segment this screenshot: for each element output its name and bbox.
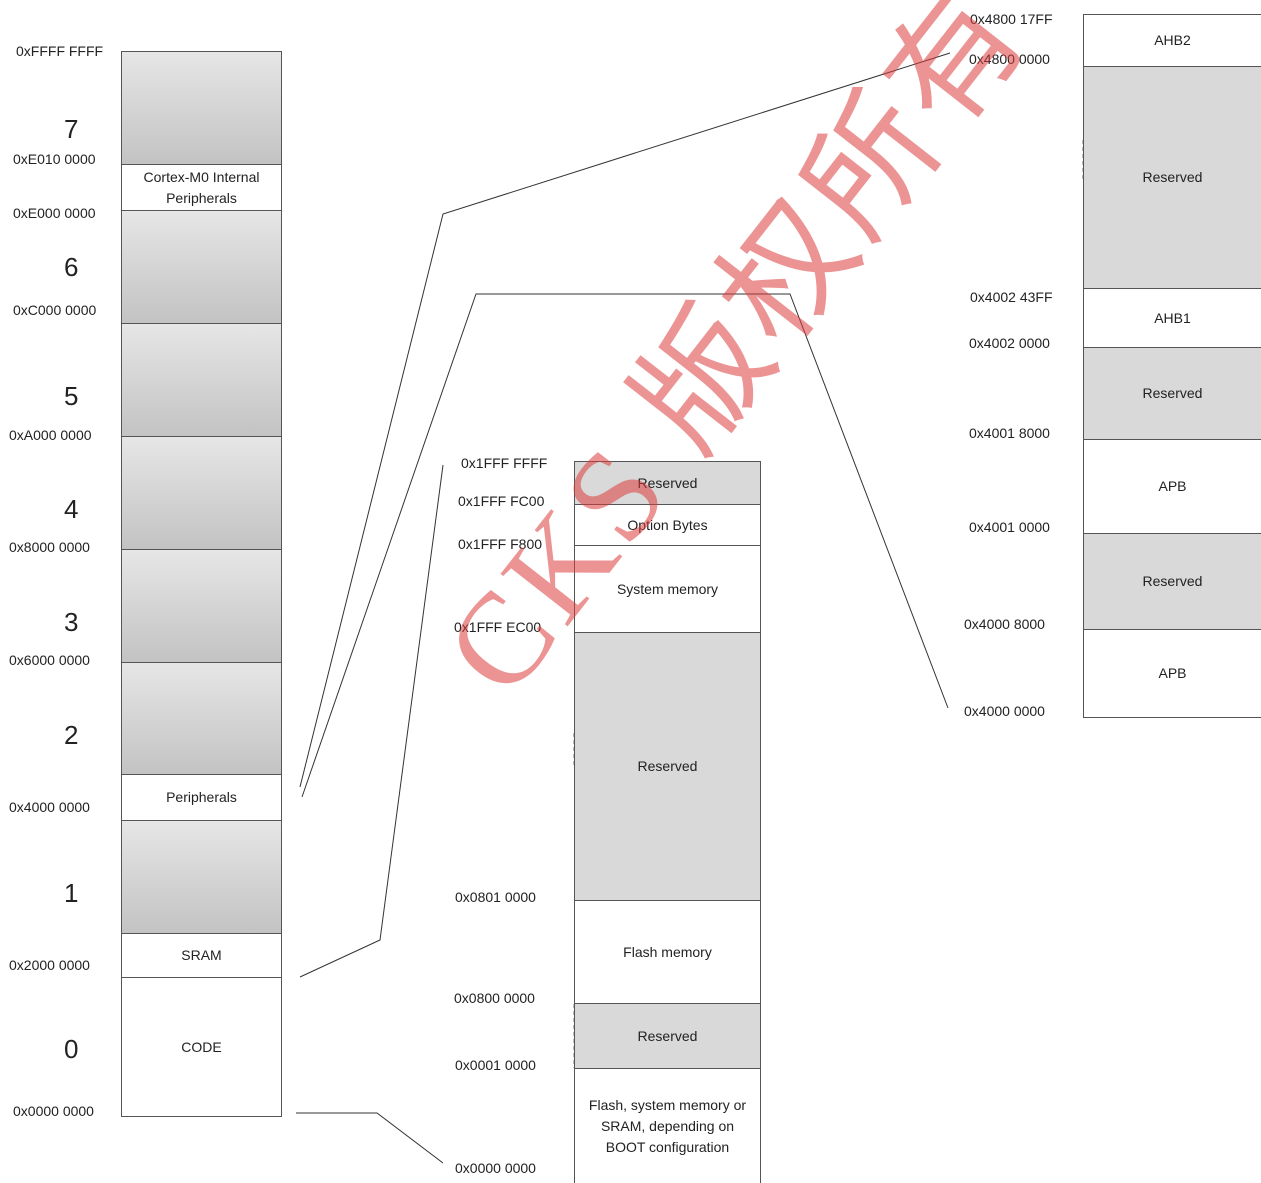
region-number: 5 xyxy=(64,381,79,411)
code-block-label: Reserved xyxy=(637,1027,698,1044)
code-block-label: System memory xyxy=(616,580,719,597)
code-label: CODE xyxy=(181,1038,222,1055)
region-4-block xyxy=(121,436,282,550)
region-number: 4 xyxy=(64,494,79,524)
main-addr: 0x6000 0000 xyxy=(9,652,90,668)
region-7-block xyxy=(121,51,282,165)
region-1-block xyxy=(121,820,282,934)
code-addr: 0x1FFF FFFF xyxy=(461,455,548,471)
region-number: 0 xyxy=(64,1034,79,1064)
periph-block-label: APB xyxy=(1158,665,1187,681)
system-memory-block: System memory xyxy=(574,545,761,633)
periph-connector-top xyxy=(299,52,951,788)
code-connector-top xyxy=(299,464,444,978)
region-number: 6 xyxy=(64,252,79,282)
periph-block-label: Reserved xyxy=(1142,573,1203,589)
code-addr: 0x0800 0000 xyxy=(454,990,535,1006)
cortex-m0-label: Cortex-M0 Internal Peripherals xyxy=(143,168,260,206)
apb-block-low: APB xyxy=(1083,629,1261,718)
periph-reserved-2: Reserved xyxy=(1083,347,1261,440)
code-block-label: Reserved xyxy=(637,474,698,491)
periph-reserved-3: Reserved xyxy=(1083,533,1261,630)
code-addr: 0x1FFF FC00 xyxy=(458,493,545,509)
ahb1-block: AHB1 xyxy=(1083,288,1261,348)
code-reserved-top: Reserved xyxy=(574,461,761,505)
code-block-label: Option Bytes xyxy=(627,516,708,533)
periph-block-label: Reserved xyxy=(1142,169,1203,185)
periph-block-label: APB xyxy=(1158,478,1187,494)
code-block-label: Flash, system memory or SRAM, depending … xyxy=(588,1096,747,1155)
periph-block-label: AHB2 xyxy=(1154,32,1191,48)
peripherals-label: Peripherals xyxy=(166,789,237,805)
region-number: 2 xyxy=(64,720,79,750)
code-reserved-mid: Reserved xyxy=(574,632,761,901)
periph-addr: 0x4800 0000 xyxy=(969,51,1050,67)
code-addr: 0x0001 0000 xyxy=(455,1057,536,1073)
main-addr: 0xE010 0000 xyxy=(13,151,96,167)
region-6-block xyxy=(121,210,282,324)
code-connector-bottom xyxy=(296,1112,444,1164)
periph-reserved-1: Reserved xyxy=(1083,66,1261,289)
region-3-block xyxy=(121,549,282,663)
code-block-label: Reserved xyxy=(637,758,698,774)
periph-addr: 0x4002 0000 xyxy=(969,335,1050,351)
code-reserved-low: Reserved xyxy=(574,1003,761,1069)
sram-block: SRAM xyxy=(121,933,282,978)
periph-addr: 0x4002 43FF xyxy=(970,289,1053,305)
region-5-block xyxy=(121,323,282,437)
main-addr: 0x8000 0000 xyxy=(9,539,90,555)
periph-block-label: Reserved xyxy=(1142,385,1203,401)
main-addr: 0xC000 0000 xyxy=(13,302,97,318)
code-addr: 0x0801 0000 xyxy=(455,889,536,905)
region-number: 7 xyxy=(64,114,79,144)
code-block-label: Flash memory xyxy=(623,943,712,960)
periph-connector-bottom xyxy=(301,293,949,798)
periph-addr: 0x4000 8000 xyxy=(964,616,1045,632)
peripherals-block: Peripherals xyxy=(121,774,282,821)
main-addr: 0x4000 0000 xyxy=(9,799,90,815)
flash-memory-block: Flash memory xyxy=(574,900,761,1004)
apb-block-high: APB xyxy=(1083,439,1261,534)
code-block: CODE xyxy=(121,977,282,1117)
code-addr: 0x1FFF F800 xyxy=(458,536,543,552)
main-addr: 0x0000 0000 xyxy=(13,1103,94,1119)
periph-addr: 0x4001 8000 xyxy=(969,425,1050,441)
main-addr: 0xA000 0000 xyxy=(9,427,92,443)
sram-label: SRAM xyxy=(181,947,222,963)
ahb2-block: AHB2 xyxy=(1083,14,1261,67)
periph-addr: 0x4001 0000 xyxy=(969,519,1050,535)
main-addr: 0x2000 0000 xyxy=(9,957,90,973)
code-addr: 0x1FFF EC00 xyxy=(454,619,542,635)
region-number: 1 xyxy=(64,878,79,908)
periph-block-label: AHB1 xyxy=(1154,309,1191,326)
periph-addr: 0x4800 17FF xyxy=(970,11,1053,27)
periph-addr: 0x4000 0000 xyxy=(964,703,1045,719)
main-addr: 0xFFFF FFFF xyxy=(16,43,104,59)
region-number: 3 xyxy=(64,607,79,637)
code-addr: 0x0000 0000 xyxy=(455,1160,536,1176)
boot-alias-block: Flash, system memory or SRAM, depending … xyxy=(574,1068,761,1183)
region-2-block xyxy=(121,662,282,775)
cortex-m0-block: Cortex-M0 Internal Peripherals xyxy=(121,164,282,211)
main-addr: 0xE000 0000 xyxy=(13,205,96,221)
